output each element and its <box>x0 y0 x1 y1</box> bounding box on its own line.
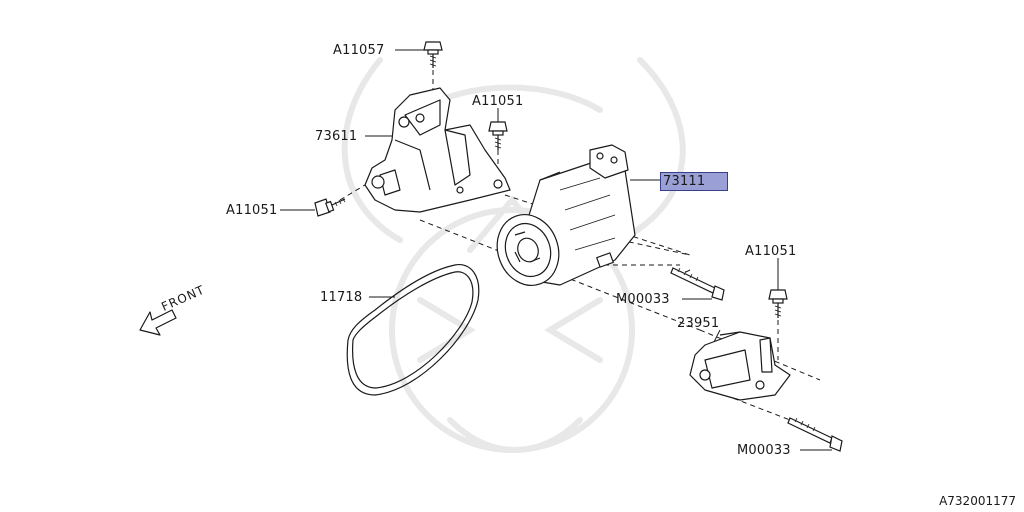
diagram-id: A732001177 <box>939 494 1016 508</box>
bolt-m00033-bottom-icon <box>787 417 843 452</box>
callout-a11051-left: A11051 <box>226 203 278 218</box>
bolt-m00033-middle-icon <box>670 267 725 301</box>
bolt-a11051-right-icon <box>768 289 788 318</box>
callout-a11051-right: A11051 <box>745 244 797 259</box>
callout-11718: 11718 <box>320 290 363 305</box>
bolt-a11051-upper-icon <box>488 121 508 150</box>
front-direction-arrow-icon <box>139 309 177 336</box>
callout-23951: 23951 <box>677 316 720 331</box>
callout-m00033-bottom: M00033 <box>737 443 791 458</box>
bolt-a11051-left-icon <box>314 198 346 217</box>
bracket-73611-icon <box>364 87 511 213</box>
compressor-73111-icon <box>496 144 636 286</box>
callout-m00033-middle: M00033 <box>616 292 670 307</box>
callout-a11051-upper: A11051 <box>472 94 524 109</box>
drive-belt-11718-icon <box>346 264 480 396</box>
bracket-23951-icon <box>689 331 791 401</box>
callout-73111-highlighted: 73111 <box>660 172 729 191</box>
bolt-a11057-icon <box>423 41 443 68</box>
callout-73611: 73611 <box>315 129 358 144</box>
callout-a11057: A11057 <box>333 43 385 58</box>
